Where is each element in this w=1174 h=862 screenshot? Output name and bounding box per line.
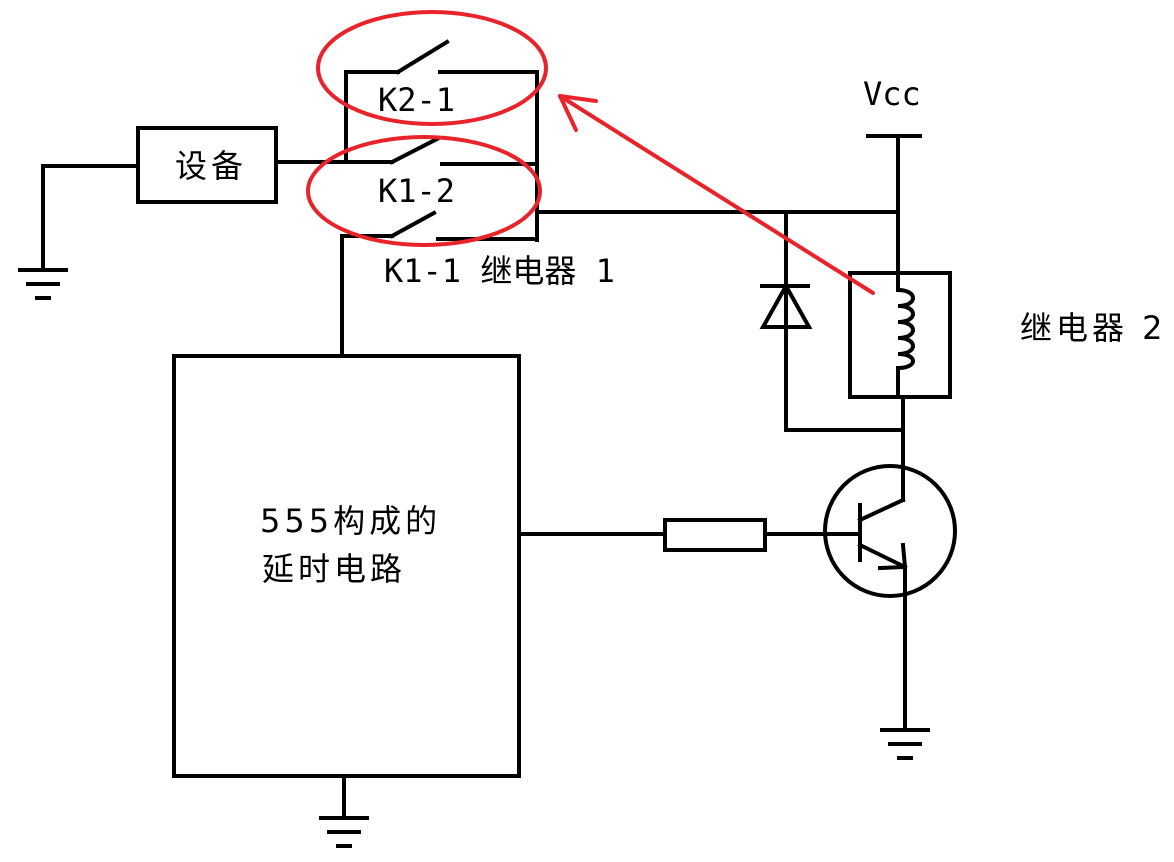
- k1-1-relay1-label: K1-1 继电器 1: [384, 252, 615, 290]
- base-resistor: [663, 518, 767, 552]
- ground-symbol-delay: [319, 774, 369, 848]
- delay-circuit-box: [172, 354, 521, 778]
- k1-2-switch: [389, 136, 539, 166]
- flyback-diode: [759, 210, 905, 432]
- delay-circuit-label-line2: 延时电路: [262, 550, 407, 588]
- device-box: [136, 126, 278, 204]
- k1-1-switch: [340, 210, 539, 358]
- device-label: 设备: [175, 147, 248, 185]
- ground-symbol-left: [18, 164, 140, 300]
- delay-circuit-label-line1: 555构成的: [260, 502, 442, 540]
- ground-symbol-right: [880, 565, 930, 760]
- vcc-label: Vcc: [863, 75, 921, 113]
- highlight-ellipse-k2-1: [316, 10, 548, 126]
- k1-2-label: K1-2: [378, 172, 456, 210]
- npn-transistor: [823, 464, 957, 598]
- annotation-arrow-head: [558, 94, 598, 132]
- relay2-coil: [895, 287, 915, 399]
- highlight-ellipse-k1-2: [306, 135, 542, 247]
- annotation-arrow-shaft: [558, 94, 875, 295]
- k2-1-label: K2-1: [378, 81, 456, 119]
- relay2-label: 继电器 2: [1020, 309, 1167, 347]
- vcc-terminal: [866, 134, 922, 292]
